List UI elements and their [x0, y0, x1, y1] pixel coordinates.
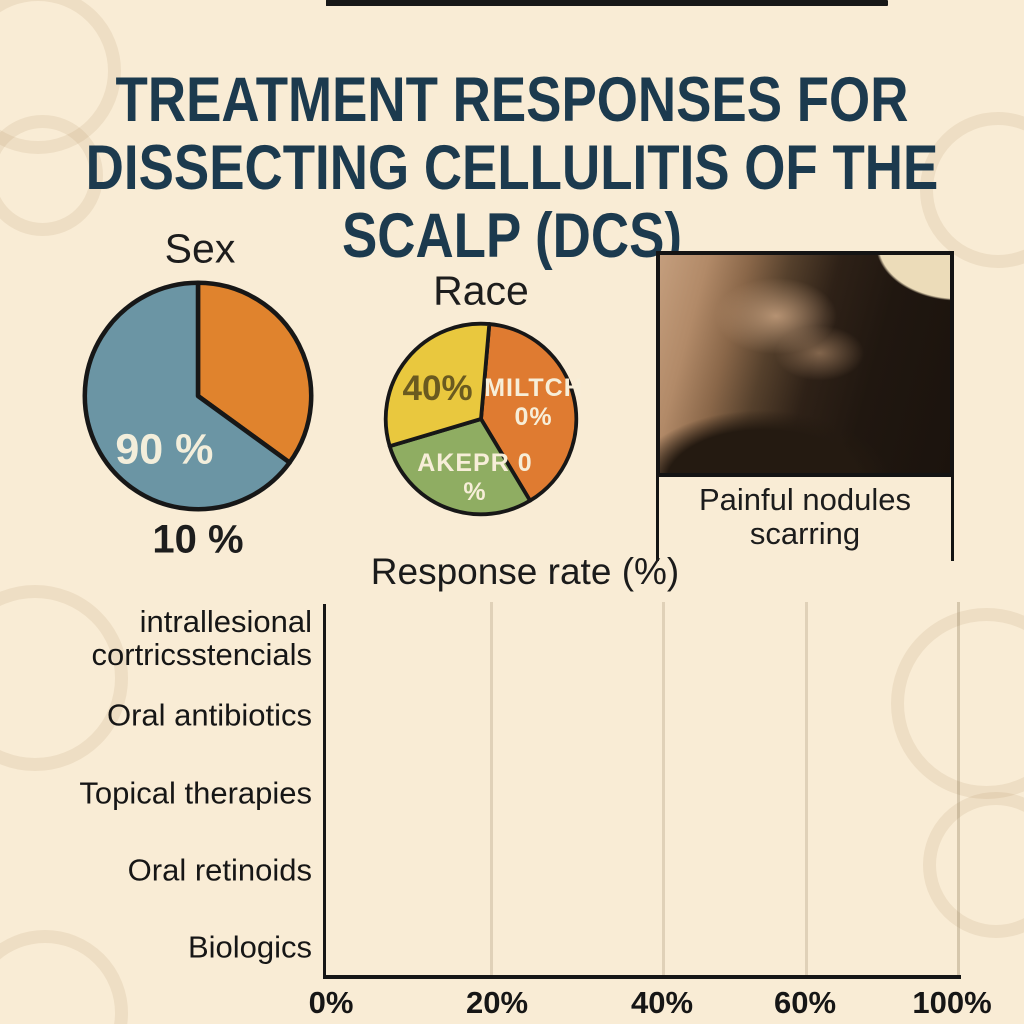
race-pie-yellow-label: 40%: [402, 368, 473, 408]
page-title-line: TREATMENT RESPONSES FOR: [115, 65, 909, 136]
gridline-100: [957, 602, 960, 976]
category-label-topical-therapies: Topical therapies: [79, 775, 312, 811]
sex-pie-title: Sex: [164, 225, 236, 272]
sex-pie-chart: 90 %: [78, 276, 318, 516]
page-title: TREATMENT RESPONSES FOR DISSECTING CELLU…: [0, 66, 1024, 270]
gridline-20: [490, 602, 493, 976]
bar-chart-title: Response rate (%): [370, 551, 680, 592]
x-tick-40: 40%: [630, 985, 694, 1020]
race-pie-title: Race: [433, 267, 529, 314]
category-label-biologics: Biologics: [187, 929, 312, 965]
page-title-line: SCALP (DCS): [341, 201, 683, 272]
sex-pie-female-label: 10 %: [152, 517, 244, 562]
x-tick-0: 0%: [308, 985, 354, 1020]
y-axis-line: [323, 604, 326, 977]
race-pie-orange-label: MILTCH 0%: [484, 373, 583, 431]
bar-biologics: [326, 0, 740, 6]
gridline-40: [662, 602, 665, 976]
x-axis-line: [323, 975, 961, 979]
scalp-photo: [656, 251, 954, 477]
sex-pie-svg: [82, 280, 314, 512]
page-title-line: DISSECTING CELLULITIS OF THE: [85, 133, 939, 204]
race-pie-green-label: AKEPR 0 %: [417, 448, 533, 506]
category-label-oral-antibiotics: Oral antibiotics: [106, 697, 312, 733]
category-label-oral-retinoids: Oral retinoids: [127, 852, 312, 888]
race-pie-chart: 40% MILTCH 0% AKEPR 0 %: [380, 318, 582, 520]
category-label-intralesional: intrallesional cortricsstencials: [91, 604, 313, 672]
pie-slice: [195, 280, 314, 465]
pie-slice: [383, 321, 492, 449]
sex-pie-male-label: 90 %: [115, 425, 214, 474]
x-tick-20: 20%: [465, 985, 529, 1020]
bar-row-biologics: [326, 0, 740, 6]
x-tick-100: 100%: [912, 985, 992, 1020]
photo-caption: Painful nodules scarring: [656, 477, 954, 561]
gridline-60: [805, 602, 808, 976]
race-pie-svg: [383, 321, 579, 517]
decorative-ring: [923, 792, 1024, 938]
pie-slice: [387, 417, 532, 517]
x-tick-60: 60%: [773, 985, 837, 1020]
pie-slice: [82, 280, 292, 512]
clinical-photo-card: Painful nodules scarring: [656, 251, 954, 561]
